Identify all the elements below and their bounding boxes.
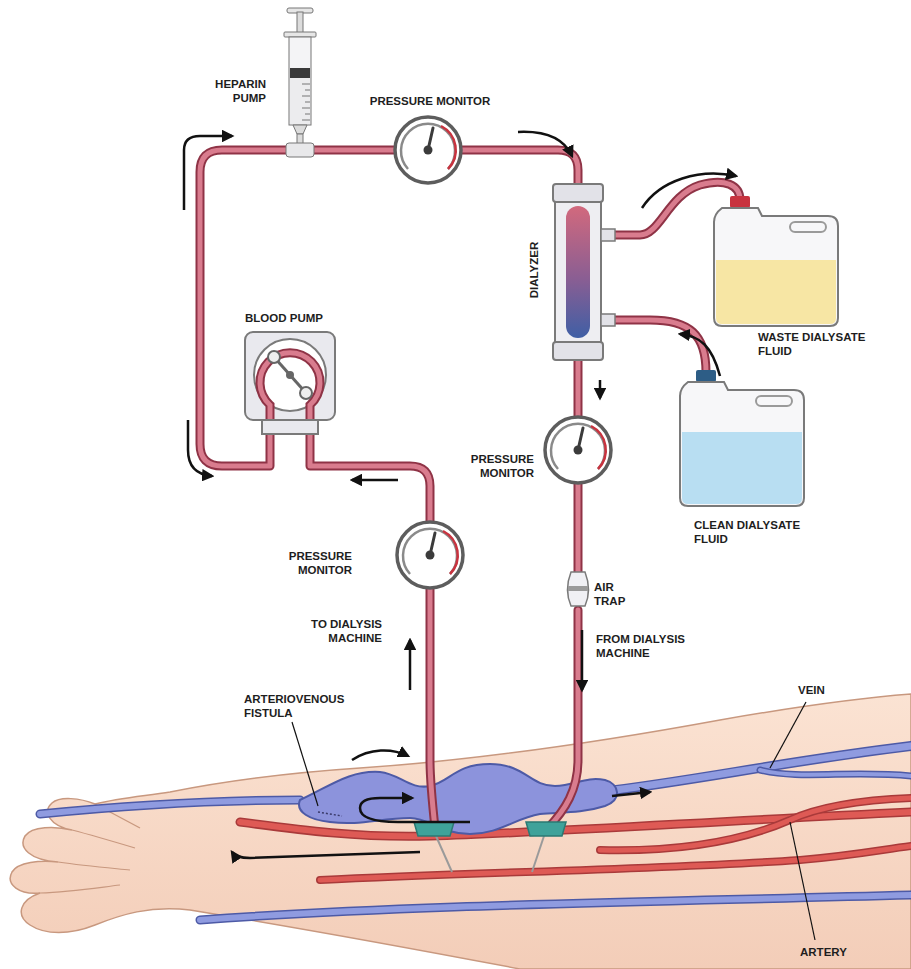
pressure-gauge: [395, 117, 461, 183]
forearm: [10, 694, 911, 969]
part-label: HEPARIN PUMP: [200, 77, 266, 105]
dialyzer: [553, 184, 615, 360]
air-trap: [568, 572, 589, 606]
waste-dialysate-jug: [714, 196, 838, 326]
part-label: AIR TRAP: [594, 580, 638, 608]
part-label: ARTERY: [800, 945, 847, 959]
part-label: ARTERIOVENOUS FISTULA: [244, 692, 356, 720]
heparin-syringe: [284, 8, 316, 157]
part-label: CLEAN DIALYSATE FLUID: [694, 518, 812, 546]
pressure-gauge: [397, 522, 463, 588]
part-label: PRESSURE MONITOR: [280, 549, 352, 577]
needles: [414, 822, 566, 872]
pressure-gauge: [545, 417, 611, 483]
part-label: DIALYZER: [527, 242, 541, 298]
blood-pump: [245, 332, 335, 434]
leader-lines: [292, 702, 815, 940]
part-label: VEIN: [798, 683, 825, 697]
clean-dialysate-jug: [680, 370, 804, 506]
tubing: [200, 150, 740, 828]
flow-arrows: [184, 132, 736, 858]
part-label: BLOOD PUMP: [245, 311, 323, 325]
part-label: FROM DIALYSIS MACHINE: [596, 632, 696, 660]
part-label: TO DIALYSIS MACHINE: [296, 617, 382, 645]
part-label: WASTE DIALYSATE FLUID: [758, 330, 876, 358]
part-label: PRESSURE MONITOR: [462, 452, 534, 480]
tubing: [200, 150, 740, 828]
part-label: PRESSURE MONITOR: [370, 94, 491, 108]
blood-vessels: [40, 746, 911, 920]
